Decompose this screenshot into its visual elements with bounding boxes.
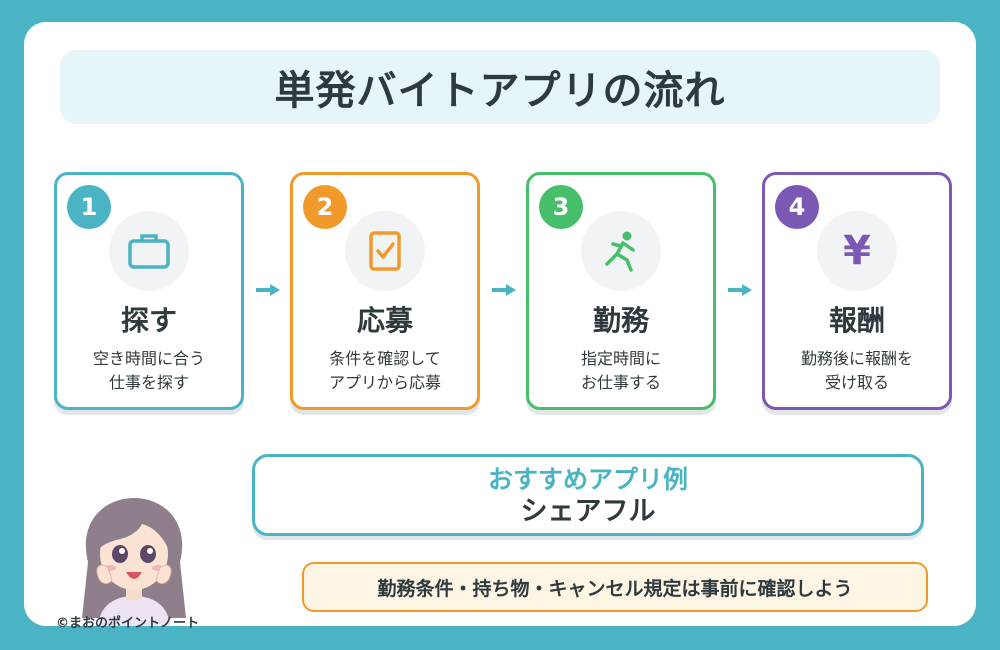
copyright-text: ©まおのポイントノート — [56, 616, 200, 631]
arrow-right-icon — [492, 284, 516, 296]
recommendation-label: おすすめアプリ例 — [487, 465, 688, 494]
main-card: 単発バイトアプリの流れ 1 探す 空き時間に合う 仕事を探す 2 応募 — [24, 22, 976, 631]
page-title: 単発バイトアプリの流れ — [274, 68, 726, 114]
running-person-icon — [581, 211, 661, 291]
yen-icon: ¥ — [817, 211, 897, 291]
step-description: 勤務後に報酬を 受け取る — [800, 349, 913, 392]
note-text: 勤務条件・持ち物・キャンセル規定は事前に確認しよう — [377, 577, 853, 600]
step-1-card: 1 探す 空き時間に合う 仕事を探す — [54, 172, 244, 410]
step-description: 条件を確認して アプリから応募 — [328, 349, 441, 392]
step-description: 空き時間に合う 仕事を探す — [92, 349, 205, 392]
step-number-badge: 4 — [775, 185, 819, 229]
step-number-badge: 2 — [303, 185, 347, 229]
step-title: 勤務 — [592, 304, 649, 337]
note-box: 勤務条件・持ち物・キャンセル規定は事前に確認しよう — [302, 562, 928, 612]
recommendation-box: おすすめアプリ例 シェアフル — [252, 454, 924, 536]
step-title: 応募 — [356, 304, 413, 337]
step-title: 探す — [120, 304, 177, 337]
step-title: 報酬 — [828, 304, 885, 337]
checklist-icon — [345, 211, 425, 291]
briefcase-icon — [109, 211, 189, 291]
step-2-card: 2 応募 条件を確認して アプリから応募 — [290, 172, 480, 410]
step-number-badge: 3 — [539, 185, 583, 229]
step-number-badge: 1 — [67, 185, 111, 229]
recommended-app-name: シェアフル — [520, 496, 656, 527]
girl-character-illustration — [82, 498, 186, 626]
step-3-card: 3 勤務 指定時間に お仕事する — [526, 172, 716, 410]
step-4-card: 4 ¥ 報酬 勤務後に報酬を 受け取る — [762, 172, 952, 410]
arrow-right-icon — [256, 284, 280, 296]
step-description: 指定時間に お仕事する — [580, 349, 661, 392]
title-bar: 単発バイトアプリの流れ — [60, 50, 940, 124]
arrow-right-icon — [728, 284, 752, 296]
